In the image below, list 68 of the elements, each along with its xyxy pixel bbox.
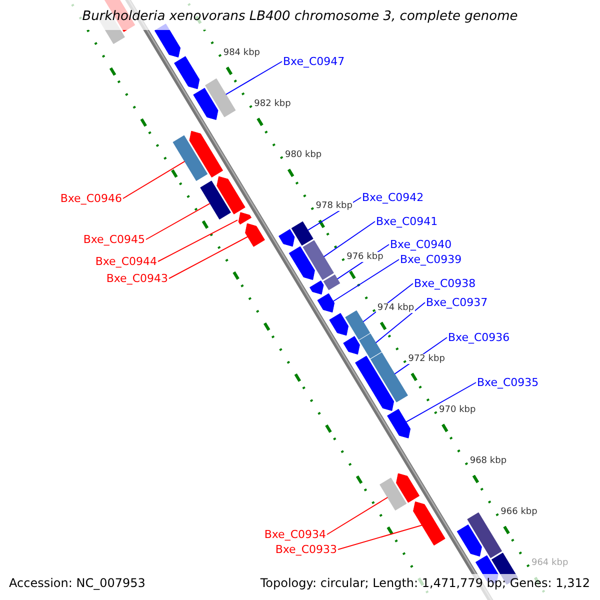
gene-segment bbox=[291, 221, 314, 246]
gene-segment bbox=[323, 274, 340, 290]
gene-segment bbox=[355, 356, 394, 411]
accession-text: Accession: NC_007953 bbox=[9, 576, 146, 590]
gene-label: Bxe_C0942 bbox=[362, 191, 424, 204]
gene-label: Bxe_C0938 bbox=[414, 277, 476, 290]
gene-segment bbox=[329, 312, 349, 336]
gene-label: Bxe_C0940 bbox=[390, 238, 452, 251]
gene-segment bbox=[174, 56, 200, 90]
scale-label: 976 kbp bbox=[346, 252, 384, 262]
gene-segment bbox=[216, 176, 246, 214]
leader-line bbox=[326, 496, 388, 535]
scale-label: 984 kbp bbox=[222, 48, 262, 58]
gene-label: Bxe_C0937 bbox=[426, 296, 488, 309]
gene-segment bbox=[245, 223, 265, 247]
scale-label: 966 kbp bbox=[500, 506, 538, 517]
leader-line bbox=[323, 221, 376, 258]
gene-label: Bxe_C0947 bbox=[283, 55, 345, 68]
genome-info-text: Topology: circular; Length: 1,471,779 bp; Genes: 1,312 bbox=[260, 576, 590, 590]
gene-segment bbox=[200, 180, 231, 220]
scale-label: 982 kbp bbox=[253, 98, 292, 109]
gene-segment bbox=[359, 333, 382, 359]
scale-label: 964 kbp bbox=[530, 558, 570, 568]
gene-segment bbox=[456, 524, 482, 557]
gene-label: Bxe_C0944 bbox=[95, 255, 157, 268]
gene-label: Bxe_C0933 bbox=[275, 543, 337, 556]
leader-line bbox=[158, 220, 238, 262]
gene-segment bbox=[396, 473, 420, 503]
leader-line bbox=[168, 236, 248, 279]
gene-segment bbox=[380, 478, 407, 511]
scale-label: 980 kbp bbox=[284, 150, 323, 160]
gene-label: Bxe_C0946 bbox=[60, 192, 122, 205]
gene-segment bbox=[302, 240, 334, 280]
gene-label: Bxe_C0935 bbox=[477, 376, 539, 389]
gene-segment bbox=[193, 88, 218, 120]
scale-label: 974 kbp bbox=[376, 302, 416, 313]
leader-line bbox=[338, 524, 422, 550]
gene-segment bbox=[467, 512, 502, 558]
leader-line bbox=[146, 202, 210, 240]
leader-line bbox=[122, 160, 186, 199]
gene-label: Bxe_C0934 bbox=[264, 528, 326, 541]
scale-label: 978 kbp bbox=[314, 200, 354, 211]
gene-label: Bxe_C0943 bbox=[106, 272, 168, 285]
gene-label: Bxe_C0941 bbox=[376, 215, 438, 228]
scale-label: 972 kbp bbox=[407, 354, 446, 364]
gene-segment bbox=[172, 135, 208, 181]
gene-segment bbox=[205, 78, 236, 118]
gene-segment bbox=[343, 336, 360, 355]
gene-segment bbox=[413, 501, 446, 546]
gene-label: Bxe_C0945 bbox=[83, 233, 145, 246]
gene-label: Bxe_C0936 bbox=[448, 331, 510, 344]
leader-line bbox=[406, 382, 476, 422]
gene-segment bbox=[345, 310, 370, 340]
gene-segment bbox=[317, 293, 335, 313]
title: Burkholderia xenovorans LB400 chromosome 3, complete genome bbox=[81, 9, 519, 24]
gene-segment bbox=[238, 212, 252, 225]
gene-segment bbox=[310, 280, 324, 295]
gene-segment bbox=[278, 229, 295, 247]
scale-label: 970 kbp bbox=[438, 404, 477, 415]
gene-segment bbox=[288, 246, 315, 280]
gene-segment bbox=[387, 408, 411, 438]
leader-line bbox=[332, 259, 400, 302]
gene-segment bbox=[370, 352, 408, 402]
scale-label: 968 kbp bbox=[468, 456, 508, 466]
leader-line bbox=[375, 302, 426, 344]
gene-label: Bxe_C0939 bbox=[400, 253, 462, 266]
leader-line bbox=[225, 61, 282, 95]
gene-segment bbox=[189, 130, 224, 178]
